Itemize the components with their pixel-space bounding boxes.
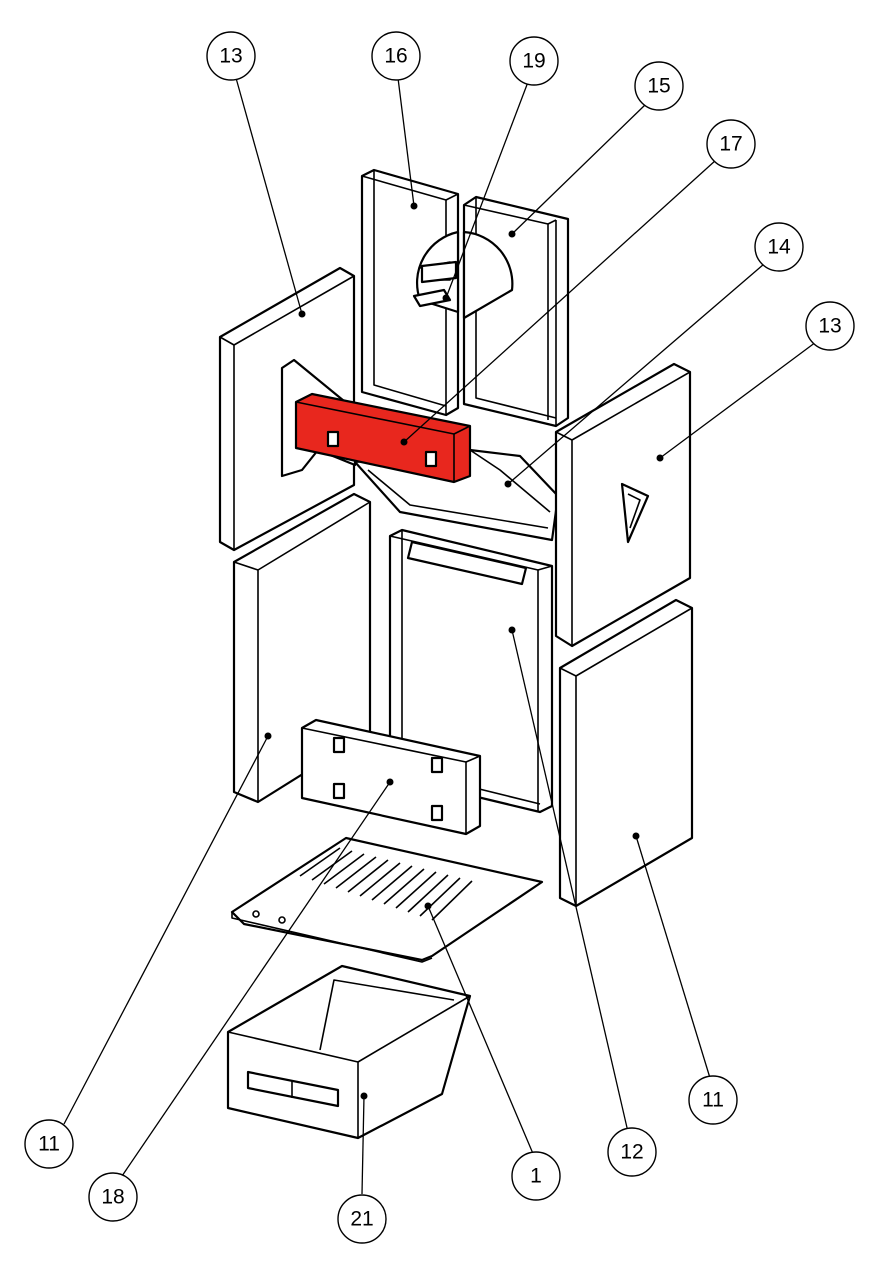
callout-16: 16 <box>371 31 421 81</box>
callout-label: 12 <box>620 1141 643 1164</box>
callout-18: 18 <box>88 1172 138 1222</box>
callout-label: 16 <box>384 45 407 68</box>
part-12-rear-lower-panel <box>388 528 554 814</box>
callout-label: 15 <box>647 75 670 98</box>
callout-label: 1 <box>530 1165 542 1188</box>
callout-label: 13 <box>219 45 242 68</box>
callout-19: 19 <box>509 36 559 86</box>
callout-label: 13 <box>818 315 841 338</box>
part-17-highlighted-brick <box>294 392 472 484</box>
callout-14: 14 <box>754 222 804 272</box>
callout-13-top-left: 13 <box>206 31 256 81</box>
part-18-front-brick <box>300 718 482 836</box>
callout-label: 11 <box>702 1089 724 1112</box>
callout-15: 15 <box>634 61 684 111</box>
callout-label: 17 <box>719 133 742 156</box>
callout-17: 17 <box>706 119 756 169</box>
callout-1: 1 <box>511 1151 561 1201</box>
callout-label: 19 <box>522 50 545 73</box>
callout-label: 11 <box>38 1133 60 1156</box>
part-11-right-side-panel <box>558 598 694 908</box>
leader-dots <box>264 202 664 1100</box>
callout-11-right: 11 <box>688 1075 738 1125</box>
part-13-right-side-panel <box>554 362 692 648</box>
part-16-rear-upper-left <box>360 168 460 417</box>
callout-label: 21 <box>350 1208 373 1231</box>
leader-lines <box>63 77 817 1195</box>
callout-label: 14 <box>767 236 791 259</box>
callout-21: 21 <box>337 1194 387 1244</box>
callout-label: 18 <box>101 1186 124 1209</box>
callout-13-right: 13 <box>805 301 855 351</box>
callout-12: 12 <box>607 1127 657 1177</box>
part-15-rear-upper-right <box>462 195 570 428</box>
part-1-grate <box>230 836 544 963</box>
part-19-connector <box>412 260 458 308</box>
part-21-ash-pan <box>226 964 472 1140</box>
callout-11-left: 11 <box>24 1119 74 1169</box>
